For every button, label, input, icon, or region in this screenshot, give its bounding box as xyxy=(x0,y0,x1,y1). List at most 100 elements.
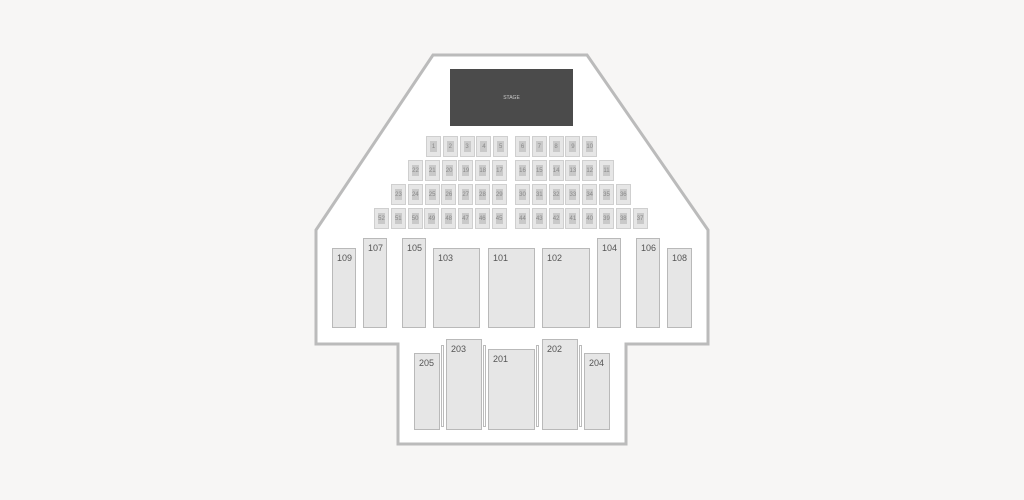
seat-label: 18 xyxy=(479,165,487,176)
section-202[interactable]: 202 xyxy=(542,339,578,430)
seat-section[interactable]: 1 xyxy=(426,136,441,157)
seat-section[interactable]: 6 xyxy=(515,136,530,157)
seat-label: 42 xyxy=(552,213,560,224)
section-205[interactable]: 205 xyxy=(414,353,440,430)
seat-section[interactable]: 27 xyxy=(458,184,474,205)
section-102[interactable]: 102 xyxy=(542,248,590,328)
seat-section[interactable]: 50 xyxy=(407,208,423,229)
seat-section[interactable]: 29 xyxy=(491,184,507,205)
seat-section[interactable]: 22 xyxy=(408,160,423,181)
seat-section[interactable]: 19 xyxy=(458,160,474,181)
seat-section[interactable]: 16 xyxy=(515,160,530,181)
section-204[interactable]: 204 xyxy=(584,353,610,430)
seat-section[interactable]: 36 xyxy=(615,184,631,205)
seat-label: 13 xyxy=(569,165,577,176)
seat-section[interactable]: 13 xyxy=(565,160,581,181)
seat-section[interactable]: 32 xyxy=(548,184,564,205)
seat-section[interactable]: 12 xyxy=(582,160,598,181)
seat-label: 35 xyxy=(603,189,610,200)
section-104[interactable]: 104 xyxy=(597,238,621,328)
section-101[interactable]: 101 xyxy=(488,248,535,328)
seat-section[interactable]: 42 xyxy=(548,208,564,229)
seat-label: 8 xyxy=(552,141,560,152)
seat-section[interactable]: 39 xyxy=(599,208,614,229)
section-203[interactable]: 203 xyxy=(446,339,482,430)
seat-section[interactable]: 17 xyxy=(492,160,507,181)
seat-section[interactable]: 3 xyxy=(459,136,475,157)
seat-label: 5 xyxy=(497,141,505,152)
seat-label: 36 xyxy=(619,189,627,200)
seat-section[interactable]: 4 xyxy=(476,136,492,157)
seat-label: 19 xyxy=(462,165,470,176)
seat-section[interactable]: 45 xyxy=(491,208,507,229)
seat-label: 37 xyxy=(636,213,644,224)
seat-section[interactable]: 34 xyxy=(582,184,598,205)
seat-section[interactable]: 31 xyxy=(531,184,547,205)
section-105[interactable]: 105 xyxy=(402,238,426,328)
section-109[interactable]: 109 xyxy=(332,248,356,328)
section-108[interactable]: 108 xyxy=(667,248,692,328)
seat-label: 30 xyxy=(519,189,526,200)
seat-section[interactable]: 33 xyxy=(565,184,581,205)
seat-section[interactable]: 18 xyxy=(475,160,491,181)
seat-label: 52 xyxy=(378,213,385,224)
seat-label: 51 xyxy=(394,213,402,224)
seat-section[interactable]: 23 xyxy=(391,184,406,205)
seat-section[interactable]: 30 xyxy=(515,184,530,205)
seat-section[interactable]: 35 xyxy=(599,184,614,205)
seat-label: 12 xyxy=(586,165,594,176)
section-103[interactable]: 103 xyxy=(433,248,480,328)
seat-section[interactable]: 14 xyxy=(548,160,564,181)
seat-section[interactable]: 20 xyxy=(441,160,457,181)
seat-section[interactable]: 40 xyxy=(582,208,598,229)
seat-section[interactable]: 24 xyxy=(407,184,423,205)
seat-label: 7 xyxy=(535,141,543,152)
seat-section[interactable]: 21 xyxy=(424,160,440,181)
seat-label: 39 xyxy=(603,213,610,224)
seat-section[interactable]: 25 xyxy=(424,184,440,205)
aisle-post xyxy=(441,345,444,427)
seat-label: 16 xyxy=(519,165,526,176)
seat-section[interactable]: 5 xyxy=(493,136,509,157)
seat-section[interactable]: 44 xyxy=(515,208,530,229)
seat-label: 41 xyxy=(569,213,577,224)
seat-section[interactable]: 8 xyxy=(548,136,564,157)
seat-section[interactable]: 52 xyxy=(374,208,389,229)
seat-label: 28 xyxy=(479,189,486,200)
seat-label: 6 xyxy=(519,141,526,152)
aisle-post xyxy=(579,345,582,427)
seat-section[interactable]: 38 xyxy=(615,208,631,229)
seat-section[interactable]: 43 xyxy=(531,208,547,229)
seat-label: 50 xyxy=(411,213,419,224)
seat-label: 46 xyxy=(478,213,486,224)
seat-label: 11 xyxy=(603,165,610,176)
seat-label: 17 xyxy=(496,165,503,176)
seat-label: 10 xyxy=(586,141,594,152)
seat-section[interactable]: 47 xyxy=(458,208,473,229)
seat-section[interactable]: 9 xyxy=(565,136,581,157)
aisle-post xyxy=(536,345,539,427)
seat-section[interactable]: 2 xyxy=(442,136,458,157)
seat-label: 2 xyxy=(446,141,454,152)
seat-section[interactable]: 15 xyxy=(531,160,547,181)
seat-section[interactable]: 11 xyxy=(599,160,614,181)
section-107[interactable]: 107 xyxy=(363,238,387,328)
seat-label: 25 xyxy=(428,189,436,200)
section-106[interactable]: 106 xyxy=(636,238,660,328)
seat-section[interactable]: 37 xyxy=(632,208,648,229)
seat-section[interactable]: 46 xyxy=(474,208,490,229)
seat-section[interactable]: 51 xyxy=(390,208,406,229)
seat-label: 27 xyxy=(462,189,470,200)
seat-section[interactable]: 49 xyxy=(424,208,440,229)
seat-label: 14 xyxy=(552,165,560,176)
section-201[interactable]: 201 xyxy=(488,349,535,430)
seat-section[interactable]: 48 xyxy=(441,208,457,229)
seat-section[interactable]: 28 xyxy=(475,184,490,205)
seat-section[interactable]: 10 xyxy=(582,136,598,157)
seat-section[interactable]: 7 xyxy=(531,136,547,157)
seat-section[interactable]: 26 xyxy=(441,184,457,205)
seat-label: 20 xyxy=(445,165,453,176)
seat-label: 45 xyxy=(495,213,503,224)
stage: STAGE xyxy=(450,69,573,126)
seat-section[interactable]: 41 xyxy=(565,208,581,229)
